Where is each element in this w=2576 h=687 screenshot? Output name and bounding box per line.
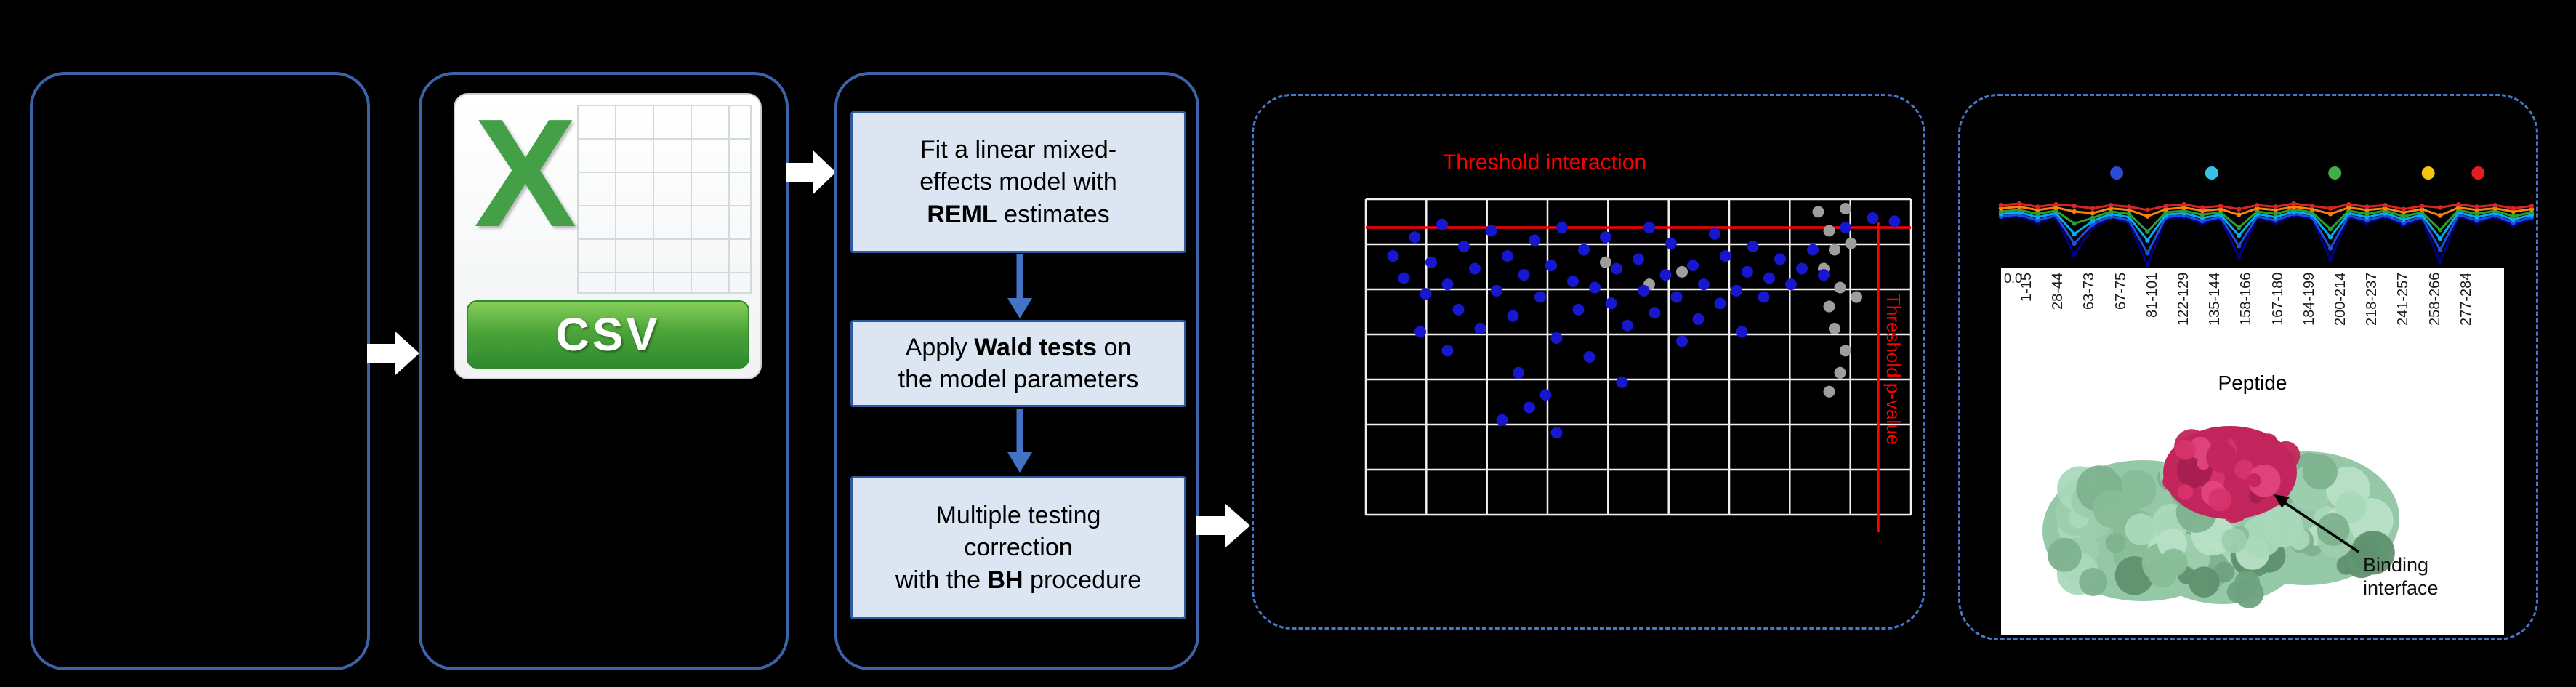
threshold-interaction-label: Threshold interaction: [1442, 150, 1647, 174]
peptide-tick-label: 135-144: [2207, 273, 2223, 326]
peptide-tick-label: 184-199: [2301, 273, 2317, 326]
flow-arrow-icon: [367, 332, 419, 375]
peptide-tick-label: 122-129: [2175, 273, 2192, 326]
threshold-pvalue-label: Threshold p-value: [1883, 294, 1904, 446]
step-fit-model: Fit a linear mixed- effects model with R…: [850, 111, 1186, 253]
step-wald-tests: Apply Wald tests on the model parameters: [850, 320, 1186, 407]
peptide-tick-label: 158-166: [2238, 273, 2255, 326]
peptide-tick-label: 200-214: [2333, 273, 2349, 326]
down-arrow-icon: [1007, 409, 1032, 473]
csv-banner-label: CSV: [555, 308, 661, 361]
step-text: Apply Wald tests on the model parameters: [898, 333, 1139, 393]
peptide-tick-labels: 1-15 28-44 63-73 67-75 81-101 122-129 135-144 1…: [2018, 273, 2490, 369]
peptide-tick-label: 218-237: [2364, 273, 2380, 326]
binding-interface-label: Binding interface: [2363, 554, 2439, 600]
peptide-tick-label: 67-75: [2112, 273, 2129, 310]
panel-input-data: [30, 72, 370, 670]
flow-arrow-icon: [786, 150, 836, 194]
csv-file-icon: X CSV: [454, 93, 762, 379]
peptide-tick-label: 63-73: [2081, 273, 2098, 310]
spreadsheet-grid: [577, 105, 752, 294]
peptide-tick-label: 241-257: [2395, 273, 2412, 326]
peptide-axis-area: 0.0 1-15 28-44 63-73 67-75 81-101 122-129 135-…: [2001, 268, 2504, 635]
volcano-scatter-plot: [1364, 198, 1912, 532]
flow-arrow-icon: [1196, 504, 1250, 547]
peptide-tick-label: 81-101: [2144, 273, 2160, 318]
peptide-axis-title: Peptide: [2218, 371, 2287, 394]
panel-peptide-results: 0.0 1-15 28-44 63-73 67-75 81-101 122-129 135-…: [1958, 94, 2538, 640]
step-text: Fit a linear mixed- effects model with R…: [919, 136, 1117, 228]
step-multiple-testing: Multiple testing correction with the BH …: [850, 476, 1186, 619]
y-axis-tick: 0.0: [2004, 271, 2023, 286]
step-text: Multiple testing correction with the BH …: [895, 502, 1142, 594]
peptide-tick-label: 28-44: [2050, 273, 2066, 310]
panel-statistical-pipeline: Fit a linear mixed- effects model with R…: [834, 72, 1199, 670]
peptide-tick-label: 1-15: [2018, 273, 2034, 302]
csv-banner: CSV: [467, 300, 749, 369]
panel-volcano-plot: Threshold interaction Threshold p-value: [1252, 94, 1925, 630]
excel-x-logo: X: [474, 87, 577, 259]
peptide-tick-label: 277-284: [2458, 273, 2474, 326]
panel-csv-file: X CSV: [419, 72, 789, 670]
down-arrow-icon: [1007, 254, 1032, 318]
peptide-profile-chart: [1998, 166, 2535, 268]
peptide-tick-label: 167-180: [2269, 273, 2286, 326]
protein-structure-image: [2042, 426, 2399, 608]
peptide-tick-label: 258-266: [2426, 273, 2443, 326]
